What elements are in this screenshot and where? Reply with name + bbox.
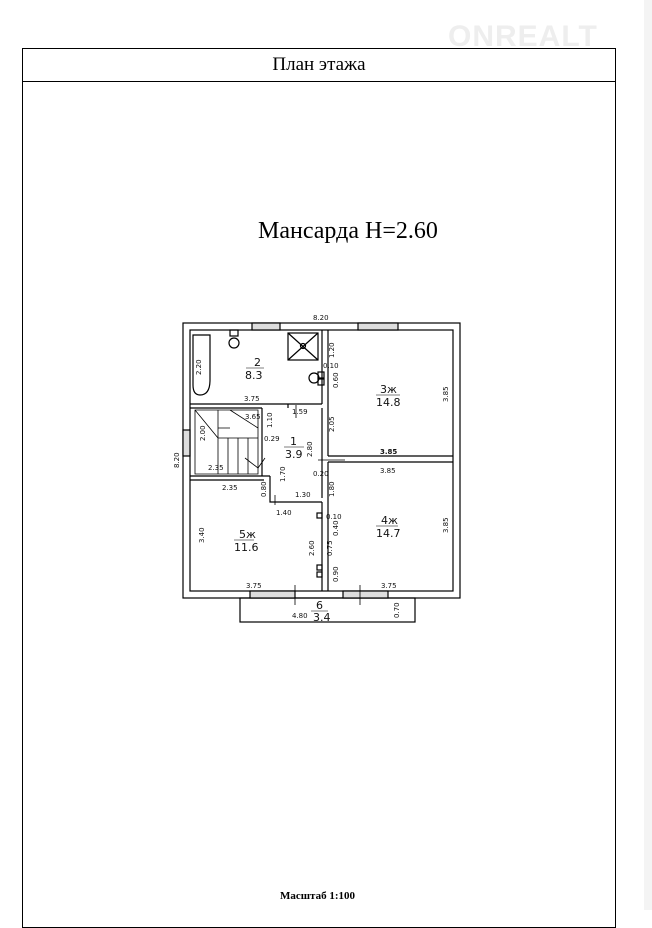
dim: 2.60	[308, 540, 316, 556]
scale-label: Масштаб 1:100	[280, 890, 356, 902]
dim: 8.20	[173, 452, 181, 468]
dim: 3.75	[244, 395, 260, 403]
dim: 1.10	[266, 412, 274, 428]
dim: 3.85	[442, 517, 450, 533]
dim: 2.20	[195, 359, 203, 375]
watermark-logo: ONREALT	[448, 20, 598, 53]
dim: 1.40	[276, 509, 292, 517]
dim: 4.80	[292, 612, 308, 620]
dim: 0.60	[332, 372, 340, 388]
dim: 1.70	[279, 466, 287, 482]
dim: 3.40	[198, 527, 206, 543]
dim: 1.80	[328, 481, 336, 497]
dim: 2.80	[306, 441, 314, 457]
room-number: 6	[316, 599, 323, 612]
page-title: План этажа	[23, 49, 615, 82]
dim: 2.35	[222, 484, 238, 492]
dim: 0.90	[332, 566, 340, 582]
dim: 2.35	[208, 464, 224, 472]
room-number: 4ж	[381, 514, 398, 527]
dim: 0.10	[326, 513, 342, 521]
dim: 3.85	[442, 386, 450, 402]
dim: 2.05	[328, 416, 336, 432]
walls	[182, 322, 461, 623]
dim: 8.20	[313, 314, 329, 322]
room-number: 2	[254, 356, 261, 369]
dim: 1.30	[295, 491, 311, 499]
room-area: 14.8	[376, 396, 401, 409]
dim: 3.85	[380, 467, 396, 475]
room-area: 14.7	[376, 527, 401, 540]
room-number: 1	[290, 435, 297, 448]
dim: 0.29	[264, 435, 280, 443]
dim: 0.10	[323, 362, 339, 370]
dim: 0.20	[313, 470, 329, 478]
page-edge	[644, 0, 652, 910]
dim: 0.80	[260, 481, 268, 497]
dim: 1.59	[292, 408, 308, 416]
room-number: 5ж	[239, 528, 256, 541]
room-area: 8.3	[245, 369, 263, 382]
dim: 0.70	[393, 602, 401, 618]
dimensions: 8.20 2.20 3.75 1.20 0.10 0.60 3.85 1.59 …	[173, 314, 450, 620]
room-number: 3ж	[380, 383, 397, 396]
dim: 3.65	[245, 413, 261, 421]
dim: 3.85	[380, 448, 397, 456]
dim: 0.75	[326, 540, 334, 556]
room-area: 3.9	[285, 448, 303, 461]
dim: 3.75	[381, 582, 397, 590]
dim: 2.00	[199, 425, 207, 441]
dim: 3.75	[246, 582, 262, 590]
room-area: 3.4	[313, 611, 331, 624]
floor-title: Мансарда H=2.60	[258, 218, 438, 244]
dim: 1.20	[328, 342, 336, 358]
room-area: 11.6	[234, 541, 259, 554]
dim: 0.40	[332, 520, 340, 536]
room-labels: 2 8.3 3ж 14.8 1 3.9 4ж 14.7 5ж 11.6 6 3.…	[234, 356, 401, 624]
